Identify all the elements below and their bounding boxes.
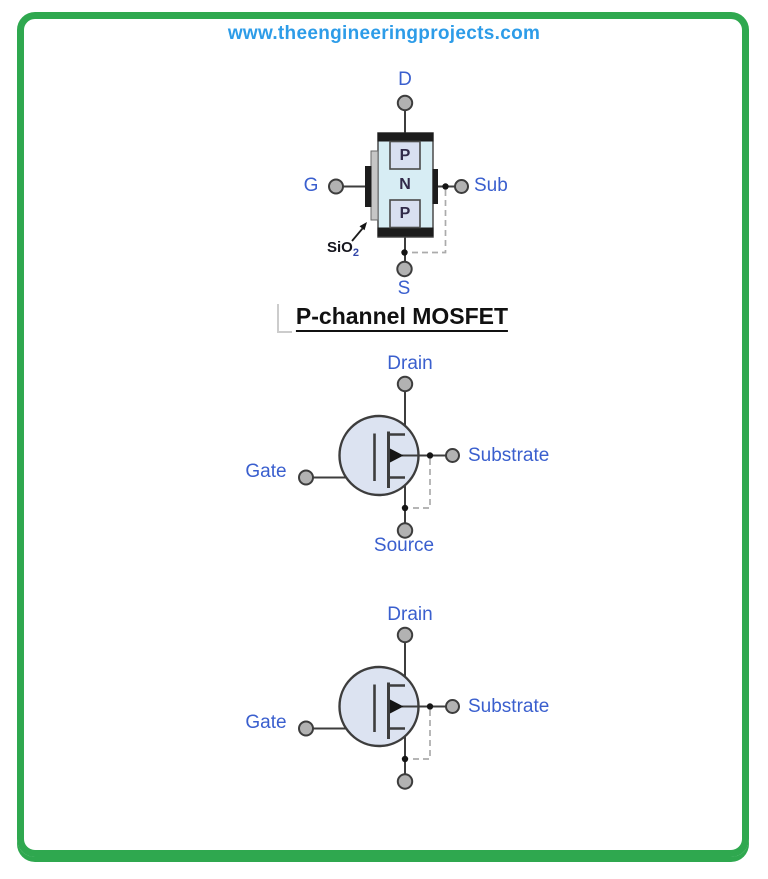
substrate-metal-contact bbox=[432, 169, 438, 204]
symbol1-source-label: Source bbox=[373, 535, 435, 556]
structure-substrate-label: Sub bbox=[474, 175, 508, 196]
p-region-top bbox=[389, 140, 421, 170]
source-metal-contact bbox=[377, 227, 434, 237]
site-url-text[interactable]: www.theengineeringprojects.com bbox=[227, 23, 541, 44]
symbol1-drain-label: Drain bbox=[387, 353, 433, 374]
symbol1-substrate-label: Substrate bbox=[468, 445, 550, 466]
sio2-label-subscript: 2 bbox=[352, 247, 359, 259]
mosfet-structure-diagram bbox=[328, 94, 469, 278]
mosfet-symbol-labeled bbox=[297, 375, 461, 540]
substrate-source-dashed-wire bbox=[409, 190, 447, 254]
p-region-bottom bbox=[389, 199, 421, 229]
gate-metal-contact bbox=[365, 166, 372, 207]
sio2-label: SiO2 bbox=[327, 239, 359, 259]
drain-terminal bbox=[396, 94, 414, 112]
sio2-oxide-layer bbox=[370, 150, 379, 221]
substrate-junction-dot bbox=[442, 183, 449, 190]
substrate-terminal bbox=[454, 179, 469, 194]
p-region-bottom-label: P bbox=[399, 205, 411, 222]
symbol2-gate-label: Gate bbox=[245, 712, 287, 733]
n-region-label: N bbox=[399, 176, 411, 193]
symbol2-drain-label: Drain bbox=[387, 604, 433, 625]
sio2-pointer-line bbox=[351, 227, 364, 242]
green-border-frame bbox=[17, 12, 749, 857]
structure-drain-label: D bbox=[398, 69, 412, 90]
drain-metal-contact bbox=[377, 132, 434, 142]
source-junction-dot bbox=[401, 249, 408, 256]
sio2-label-text: SiO bbox=[327, 239, 353, 256]
source-terminal bbox=[396, 260, 413, 278]
mosfet-symbol-unlabeled bbox=[297, 626, 461, 791]
symbol2-substrate-label: Substrate bbox=[468, 696, 550, 717]
sio2-pointer-arrowhead bbox=[359, 222, 367, 231]
symbol1-gate-label: Gate bbox=[245, 461, 287, 482]
gate-terminal bbox=[328, 178, 344, 195]
structure-source-label: S bbox=[397, 278, 411, 299]
p-region-top-label: P bbox=[399, 147, 411, 164]
structure-gate-label: G bbox=[303, 175, 319, 196]
text-cursor-artifact bbox=[277, 304, 279, 333]
text-cursor-artifact-foot bbox=[277, 331, 292, 333]
page-title: P-channel MOSFET bbox=[295, 303, 509, 333]
